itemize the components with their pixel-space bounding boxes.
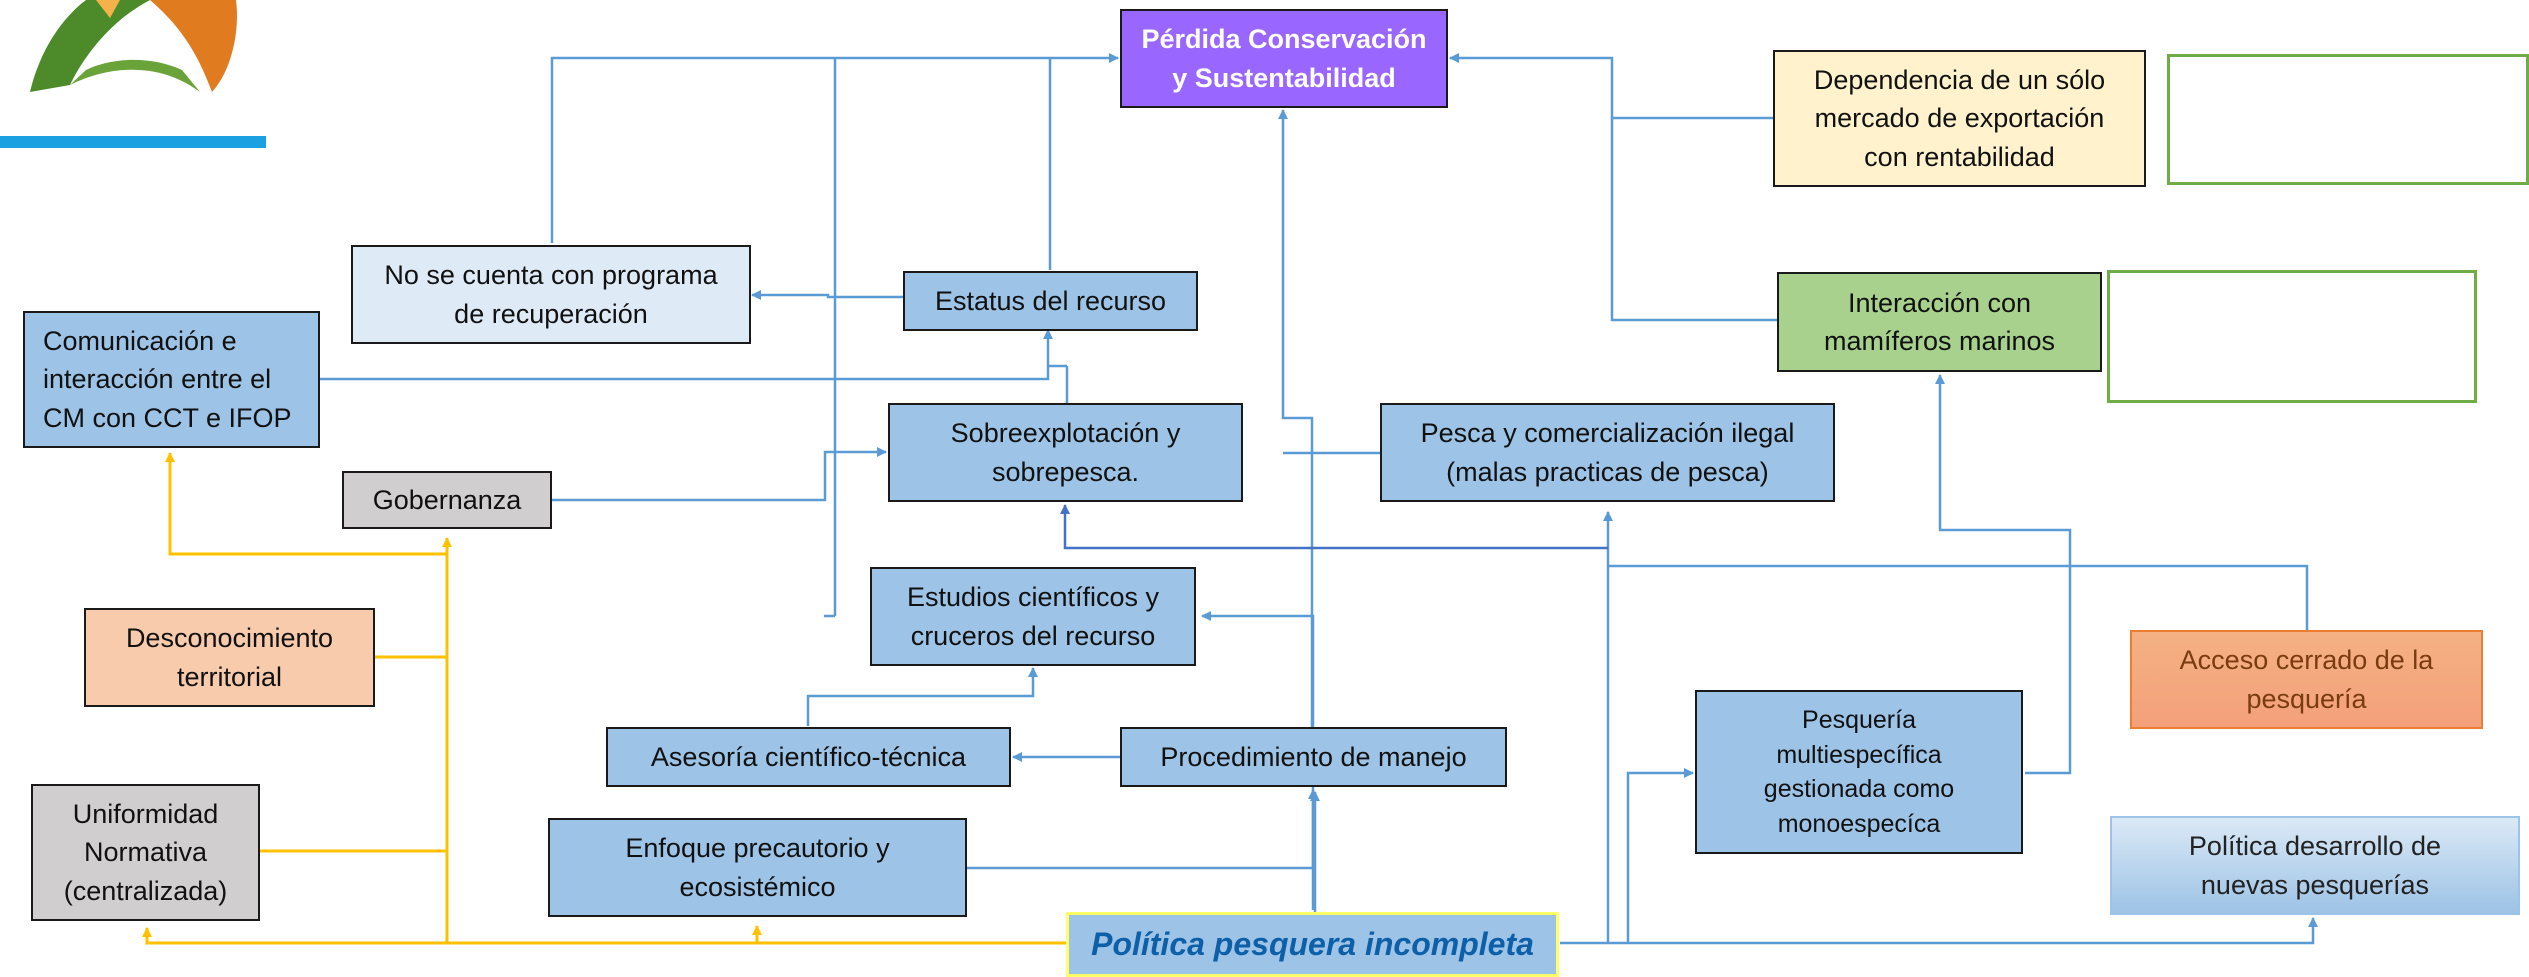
node-politica-nuevas-pesquerias: Política desarrollo de nuevas pesquerías [2110, 816, 2520, 915]
node-estatus-recurso: Estatus del recurso [903, 271, 1198, 331]
node-pesqueria-multiespecifica: Pesquería multiespecífica gestionada com… [1695, 690, 2023, 854]
node-procedimiento-manejo: Procedimiento de manejo [1120, 727, 1507, 787]
node-acceso-cerrado: Acceso cerrado de la pesquería [2130, 630, 2483, 729]
node-uniformidad-normativa: Uniformidad Normativa (centralizada) [31, 784, 260, 921]
node-gobernanza: Gobernanza [342, 471, 552, 529]
node-desconocimiento-territorial: Desconocimiento territorial [84, 608, 375, 707]
node-comunicacion-interaccion: Comunicación e interacción entre el CM c… [23, 311, 320, 448]
node-interaccion-mamiferos: Interacción con mamíferos marinos [1777, 272, 2102, 372]
node-politica-pesquera-incompleta: Política pesquera incompleta [1066, 912, 1559, 977]
node-sobreexplotacion: Sobreexplotación y sobrepesca. [888, 403, 1243, 502]
empty-box-1 [2167, 54, 2529, 185]
node-dependencia-mercado: Dependencia de un sólo mercado de export… [1773, 50, 2146, 187]
node-enfoque-precautorio: Enfoque precautorio y ecosistémico [548, 818, 967, 917]
node-pesca-ilegal: Pesca y comercialización ilegal (malas p… [1380, 403, 1835, 502]
institution-logo-icon [30, 0, 237, 92]
node-estudios-cientificos: Estudios científicos y cruceros del recu… [870, 567, 1196, 666]
node-perdida-conservacion: Pérdida Conservación y Sustentabilidad [1120, 9, 1448, 108]
accent-bar [0, 136, 266, 148]
node-asesoria-cientifico-tecnica: Asesoría científico-técnica [606, 727, 1011, 787]
empty-box-2 [2107, 270, 2477, 403]
node-sin-programa-recuperacion: No se cuenta con programa de recuperació… [351, 245, 751, 344]
